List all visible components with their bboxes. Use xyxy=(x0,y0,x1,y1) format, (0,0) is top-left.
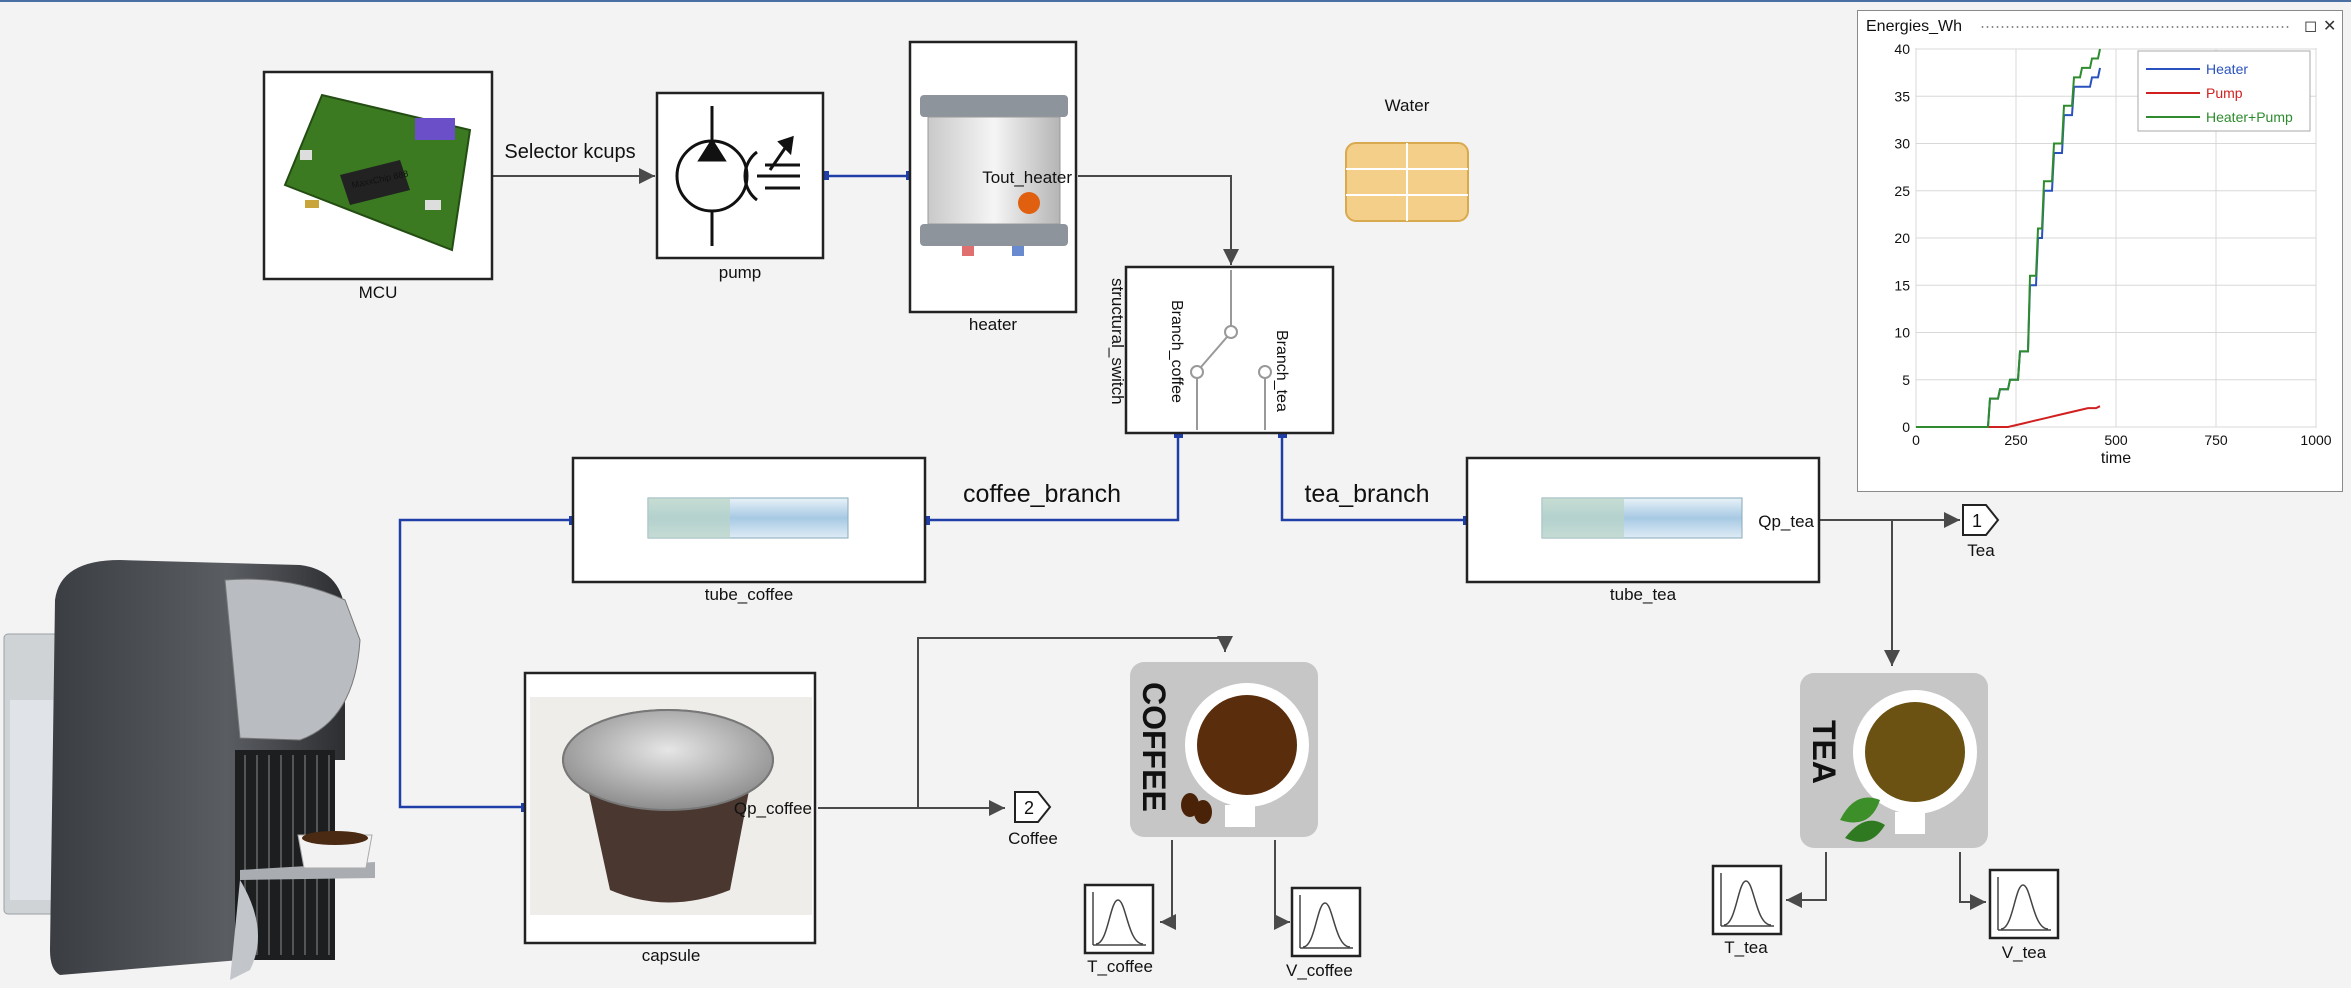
tube-coffee-label: tube_coffee xyxy=(705,585,794,604)
heater-label: heater xyxy=(969,315,1018,334)
t-tea-scope[interactable]: T_tea xyxy=(1711,864,1783,957)
scope-icon xyxy=(1997,877,2051,931)
pipe-icon xyxy=(1541,497,1743,539)
v-coffee-scope[interactable]: V_coffee xyxy=(1286,886,1362,980)
coffee-cup-icon xyxy=(1181,683,1309,827)
circuit-board-icon: MaxxChip 888 xyxy=(283,93,472,252)
y-tick-label: 35 xyxy=(1894,88,1910,104)
tea-icon-text: TEA xyxy=(1806,720,1842,784)
capsule-label: capsule xyxy=(642,946,701,965)
capsule-photo xyxy=(530,697,812,915)
coffee-icon-text: COFFEE xyxy=(1136,682,1172,812)
coffee-outport-label: Coffee xyxy=(1008,829,1058,848)
pump-block[interactable]: pump xyxy=(655,91,825,282)
y-tick-label: 20 xyxy=(1894,230,1910,246)
close-icon[interactable]: ✕ xyxy=(2323,18,2337,35)
structural-switch-block[interactable]: Branch_coffee Branch_tea structural_swit… xyxy=(1108,265,1335,435)
pipe-icon xyxy=(647,497,849,539)
series-line-pump xyxy=(1916,405,2101,428)
legend-entry: Heater+Pump xyxy=(2206,109,2293,125)
plot-window[interactable]: Energies_Wh ◻ ✕ 0 250 500 750 1000 0 5 10 15 20 25… xyxy=(1857,10,2343,492)
tube-tea-block[interactable]: Qp_tea tube_tea xyxy=(1465,456,1821,604)
v-tea-label: V_tea xyxy=(2002,943,2047,962)
boiler-icon xyxy=(920,95,1068,256)
t-tea-label: T_tea xyxy=(1724,938,1768,957)
x-tick-label: 1000 xyxy=(2300,432,2331,448)
tea-branch-label: tea_branch xyxy=(1304,480,1429,508)
y-tick-label: 5 xyxy=(1902,372,1910,388)
y-tick-label: 30 xyxy=(1894,136,1910,152)
flow-wires xyxy=(398,174,1467,809)
tube-coffee-block[interactable]: tube_coffee xyxy=(571,456,927,604)
branch-tea-port: Branch_tea xyxy=(1273,330,1290,412)
tea-cup-block[interactable]: TEA xyxy=(1800,673,1988,848)
tube-tea-label: tube_tea xyxy=(1610,585,1677,604)
x-tick-label: 500 xyxy=(2104,432,2128,448)
scope-icon xyxy=(1092,892,1146,946)
coffee-cup-block[interactable]: COFFEE xyxy=(1130,662,1318,837)
y-tick-label: 10 xyxy=(1894,325,1910,341)
coffee-branch-label: coffee_branch xyxy=(963,480,1121,508)
y-tick-label: 15 xyxy=(1894,277,1910,293)
x-tick-label: 250 xyxy=(2004,432,2028,448)
tea-outport[interactable]: 1 Tea xyxy=(1962,504,2000,560)
pump-label: pump xyxy=(719,263,762,282)
qp-coffee-port: Qp_coffee xyxy=(734,799,812,818)
legend-entry: Pump xyxy=(2206,85,2243,101)
legend-entry: Heater xyxy=(2206,61,2248,77)
tea-outport-number: 1 xyxy=(1972,511,1982,531)
water-label: Water xyxy=(1385,96,1430,115)
t-coffee-scope[interactable]: T_coffee xyxy=(1083,883,1155,976)
energy-line-chart: 0 250 500 750 1000 0 5 10 15 20 25 30 35 40 time Heater… xyxy=(1894,41,2331,467)
y-tick-label: 0 xyxy=(1902,419,1910,435)
mcu-block[interactable]: MaxxChip 888 MCU xyxy=(262,70,494,302)
coffee-outport-number: 2 xyxy=(1024,798,1034,818)
v-coffee-label: V_coffee xyxy=(1286,961,1353,980)
plot-window-title: Energies_Wh xyxy=(1866,18,1963,35)
maximize-icon[interactable]: ◻ xyxy=(2304,18,2318,35)
x-axis-label: time xyxy=(2101,450,2131,467)
selector-signal-label: Selector kcups xyxy=(504,141,635,163)
tea-outport-label: Tea xyxy=(1967,541,1995,560)
scope-icon xyxy=(1720,873,1774,927)
y-tick-label: 25 xyxy=(1894,183,1910,199)
drag-handle[interactable] xyxy=(1980,25,2290,29)
y-tick-label: 40 xyxy=(1894,41,1910,57)
capsule-block[interactable]: Qp_coffee capsule xyxy=(523,671,817,965)
coffee-machine-image xyxy=(3,560,375,980)
x-tick-label: 0 xyxy=(1912,432,1920,448)
scope-icon xyxy=(1299,895,1353,949)
signal-wires xyxy=(493,168,1986,930)
heater-block[interactable]: Tout_heater heater xyxy=(908,40,1078,334)
tea-cup-icon xyxy=(1840,690,1977,842)
series-line-heater-plus-pump xyxy=(1916,48,2101,428)
switch-icon xyxy=(1190,270,1272,430)
plot-titlebar[interactable]: Energies_Wh ◻ ✕ xyxy=(1858,11,2342,41)
tout-heater-port: Tout_heater xyxy=(982,168,1072,187)
qp-tea-port: Qp_tea xyxy=(1758,512,1814,531)
x-tick-label: 750 xyxy=(2204,432,2228,448)
t-coffee-label: T_coffee xyxy=(1087,957,1153,976)
v-tea-scope[interactable]: V_tea xyxy=(1988,868,2060,962)
structural-switch-label: structural_switch xyxy=(1108,278,1127,405)
top-border xyxy=(0,0,2351,2)
water-block[interactable]: Water xyxy=(1345,96,1469,222)
water-table-icon xyxy=(1345,142,1469,222)
pump-icon xyxy=(675,106,800,246)
branch-coffee-port: Branch_coffee xyxy=(1168,300,1185,403)
coffee-outport[interactable]: 2 Coffee xyxy=(1008,791,1058,848)
mcu-label: MCU xyxy=(359,283,398,302)
